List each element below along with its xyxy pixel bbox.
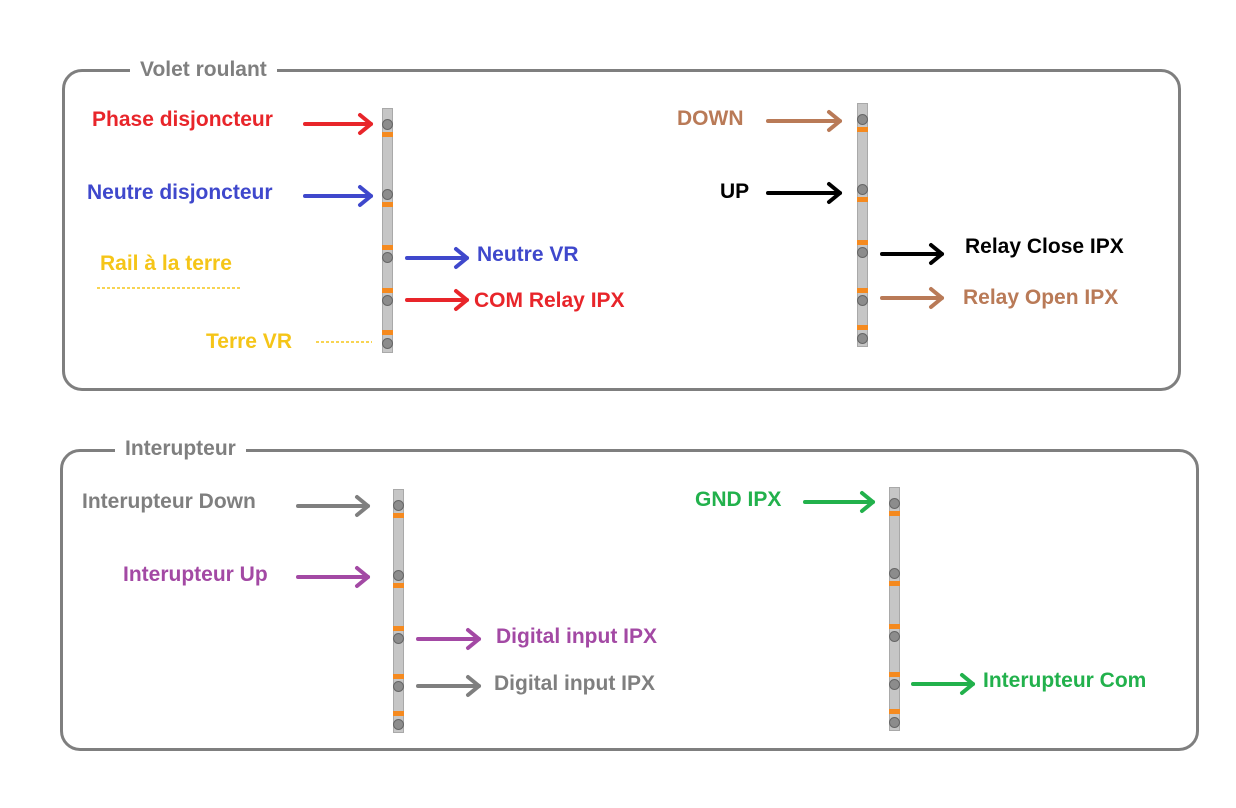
terminal-screw <box>889 631 900 642</box>
interupteur-title: Interupteur <box>115 436 246 462</box>
terminal-bar <box>382 132 393 137</box>
label-inter-com: Interupteur Com <box>983 669 1147 692</box>
terminal-bar <box>889 581 900 586</box>
terminal-strip-right-bottom <box>889 487 900 731</box>
terminal-screw <box>393 633 404 644</box>
terminal-bar <box>393 674 404 679</box>
terminal-screw <box>889 717 900 728</box>
terminal-screw <box>889 679 900 690</box>
terminal-screw <box>393 500 404 511</box>
arrow-inter-com <box>911 673 975 695</box>
terminal-screw <box>857 114 868 125</box>
label-phase-disjoncteur: Phase disjoncteur <box>92 108 273 131</box>
terminal-screw <box>382 252 393 263</box>
arrow-inter-down <box>296 495 370 517</box>
label-down: DOWN <box>677 107 744 130</box>
terminal-screw <box>857 295 868 306</box>
terminal-bar <box>393 626 404 631</box>
label-relay-close: Relay Close IPX <box>965 235 1124 258</box>
terminal-bar <box>857 197 868 202</box>
terminal-screw <box>857 247 868 258</box>
terminal-bar <box>393 711 404 716</box>
label-digital-input-2: Digital input IPX <box>494 672 655 695</box>
terminal-bar <box>857 288 868 293</box>
terminal-bar <box>393 583 404 588</box>
arrow-neutre-disjoncteur <box>303 185 373 207</box>
label-up: UP <box>720 180 750 203</box>
volet-roulant-panel <box>62 69 1181 391</box>
volet-roulant-title: Volet roulant <box>130 57 277 83</box>
terminal-bar <box>382 330 393 335</box>
terminal-strip-left-top <box>382 108 393 353</box>
label-neutre-vr: Neutre VR <box>477 243 579 266</box>
terminal-bar <box>889 709 900 714</box>
terminal-bar <box>889 624 900 629</box>
arrow-digital-input-2 <box>416 675 481 697</box>
terminal-bar <box>382 202 393 207</box>
terminal-bar <box>889 672 900 677</box>
terminal-screw <box>393 719 404 730</box>
arrow-inter-up <box>296 566 370 588</box>
terminal-bar <box>382 288 393 293</box>
label-neutre-disjoncteur: Neutre disjoncteur <box>87 181 273 204</box>
label-gnd-ipx: GND IPX <box>695 488 782 511</box>
arrow-gnd-ipx <box>803 491 875 513</box>
arrow-phase-disjoncteur <box>303 113 373 135</box>
arrow-com-relay <box>405 289 469 311</box>
label-rail-terre: Rail à la terre <box>100 252 232 275</box>
terminal-screw <box>393 681 404 692</box>
terminal-strip-right-top <box>857 103 868 347</box>
label-digital-input-1: Digital input IPX <box>496 625 657 648</box>
arrow-relay-close <box>880 243 944 265</box>
terminal-bar <box>393 513 404 518</box>
terminal-screw <box>889 498 900 509</box>
label-terre-vr: Terre VR <box>206 330 292 353</box>
terminal-screw <box>382 295 393 306</box>
terminal-bar <box>889 511 900 516</box>
interupteur-panel <box>60 449 1199 751</box>
terminal-screw <box>889 568 900 579</box>
label-inter-down: Interupteur Down <box>82 490 256 513</box>
label-inter-up: Interupteur Up <box>123 563 268 586</box>
terminal-bar <box>857 127 868 132</box>
terminal-screw <box>857 184 868 195</box>
terminal-screw <box>382 338 393 349</box>
arrow-relay-open <box>880 287 944 309</box>
terminal-bar <box>857 240 868 245</box>
terminal-bar <box>382 245 393 250</box>
terminal-bar <box>857 325 868 330</box>
arrow-digital-input-1 <box>416 628 481 650</box>
terminal-strip-left-bottom <box>393 489 404 733</box>
arrow-neutre-vr <box>405 247 469 269</box>
label-com-relay: COM Relay IPX <box>474 289 625 312</box>
arrow-down <box>766 110 842 132</box>
arrow-up <box>766 182 842 204</box>
terminal-screw <box>857 333 868 344</box>
label-relay-open: Relay Open IPX <box>963 286 1119 309</box>
terminal-screw <box>382 119 393 130</box>
terminal-screw <box>393 570 404 581</box>
terminal-screw <box>382 189 393 200</box>
